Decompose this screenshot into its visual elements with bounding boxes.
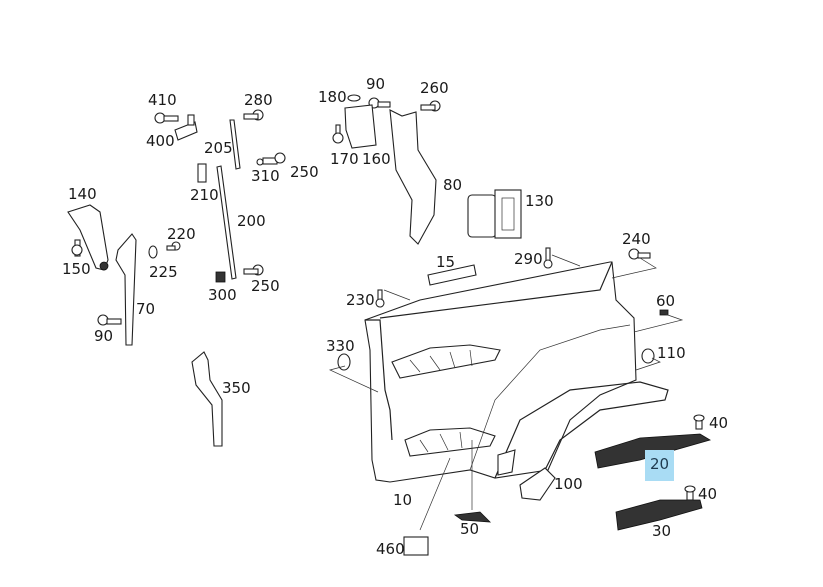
label-100[interactable]: 100 (554, 475, 583, 493)
bolt-310[interactable] (256, 152, 286, 166)
label-280[interactable]: 280 (244, 91, 273, 109)
label-230[interactable]: 230 (346, 291, 375, 309)
washer-225[interactable] (148, 245, 158, 259)
label-250-upper[interactable]: 250 (290, 163, 319, 181)
bracket-350[interactable] (191, 351, 223, 447)
bolt-280[interactable] (243, 109, 264, 121)
bolt-230[interactable] (375, 289, 385, 308)
label-225[interactable]: 225 (149, 263, 178, 281)
label-40-upper[interactable]: 40 (709, 414, 729, 432)
bracket-70[interactable] (115, 233, 137, 346)
label-160[interactable]: 160 (362, 150, 391, 168)
label-210[interactable]: 210 (190, 186, 219, 204)
hinge-140[interactable] (67, 204, 109, 271)
grommet-330[interactable] (337, 353, 351, 371)
trim-50[interactable] (453, 511, 492, 523)
label-200[interactable]: 200 (237, 212, 266, 230)
bolt-290[interactable] (543, 247, 553, 269)
step-30[interactable] (615, 499, 703, 531)
label-80[interactable]: 80 (443, 176, 463, 194)
label-150[interactable]: 150 (62, 260, 91, 278)
label-20-selected[interactable]: 20 (645, 450, 675, 481)
washer-180[interactable] (347, 94, 361, 102)
label-90-left[interactable]: 90 (94, 327, 114, 345)
cap-15[interactable] (427, 264, 477, 286)
clip-40a[interactable] (693, 414, 705, 430)
label-70[interactable]: 70 (136, 300, 156, 318)
label-60[interactable]: 60 (656, 292, 676, 310)
label-350[interactable]: 350 (222, 379, 251, 397)
clip-210[interactable] (197, 163, 207, 183)
label-330[interactable]: 330 (326, 337, 355, 355)
label-90-center[interactable]: 90 (366, 75, 386, 93)
label-110[interactable]: 110 (657, 344, 686, 362)
clip-40b[interactable] (684, 485, 696, 501)
label-220[interactable]: 220 (167, 225, 196, 243)
step-housing-100[interactable] (519, 467, 556, 501)
label-240[interactable]: 240 (622, 230, 651, 248)
bolt-240[interactable] (628, 248, 651, 260)
label-15[interactable]: 15 (436, 253, 456, 271)
label-30[interactable]: 30 (652, 522, 672, 540)
label-300[interactable]: 300 (208, 286, 237, 304)
bolt-90a[interactable] (97, 314, 122, 326)
bracket-80[interactable] (389, 109, 437, 245)
label-170[interactable]: 170 (330, 150, 359, 168)
clip-60[interactable] (659, 309, 669, 316)
label-290[interactable]: 290 (514, 250, 543, 268)
label-250-lower[interactable]: 250 (251, 277, 280, 295)
bolt-150[interactable] (71, 239, 83, 257)
label-40-lower[interactable]: 40 (698, 485, 718, 503)
bolt-410[interactable] (154, 112, 179, 124)
strap-205[interactable] (229, 119, 241, 170)
label-400[interactable]: 400 (146, 132, 175, 150)
label-460[interactable]: 460 (376, 540, 405, 558)
nut-300[interactable] (215, 271, 226, 283)
label-140[interactable]: 140 (68, 185, 97, 203)
bolt-220[interactable] (166, 241, 181, 251)
label-410[interactable]: 410 (148, 91, 177, 109)
bracket-160[interactable] (344, 104, 377, 149)
label-205[interactable]: 205 (204, 139, 233, 157)
label-260[interactable]: 260 (420, 79, 449, 97)
rod-200[interactable] (216, 165, 237, 280)
bracket-400[interactable] (174, 114, 198, 141)
label-50[interactable]: 50 (460, 520, 480, 538)
label-310[interactable]: 310 (251, 167, 280, 185)
leader-lines (328, 254, 684, 531)
bolt-260[interactable] (420, 100, 441, 112)
label-130[interactable]: 130 (525, 192, 554, 210)
fender-panel-10[interactable] (364, 261, 669, 483)
label-180[interactable]: 180 (318, 88, 347, 106)
label-460[interactable] (403, 536, 429, 556)
handle-130[interactable] (467, 189, 522, 239)
grommet-110[interactable] (641, 348, 655, 364)
bolt-170[interactable] (332, 124, 344, 144)
label-10[interactable]: 10 (393, 491, 413, 509)
bolt-250b[interactable] (243, 264, 264, 276)
